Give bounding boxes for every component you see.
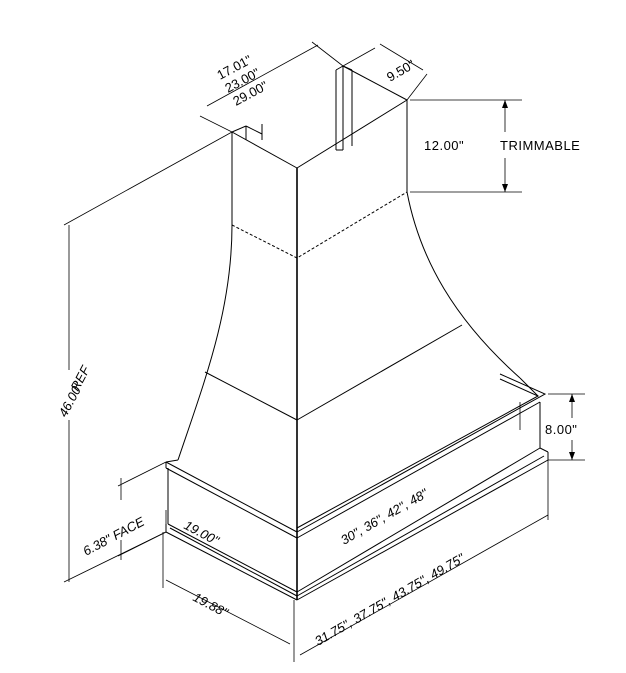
base-molding (165, 373, 549, 601)
dimension-lines (63, 41, 585, 662)
overall-height-ref: REF (67, 362, 93, 393)
base-depth-label: 19.00" (182, 517, 223, 548)
crown-height-label: 8.00" (545, 422, 577, 437)
chimney-depth-label: 9.50" (384, 56, 418, 84)
dimension-labels: 17.01" 23.00" 29.00" 9.50" 12.00" TRIMMA… (55, 52, 580, 649)
hood-body (177, 191, 521, 532)
face-height-label: 6.38" FACE (80, 514, 147, 559)
outer-depth-label: 19.88" (191, 589, 232, 620)
base-widths-label: 30", 36", 42", 48" (338, 485, 432, 548)
trimmable-height-label: 12.00" (424, 138, 464, 153)
trimmable-text: TRIMMABLE (500, 138, 580, 153)
outer-widths-label: 31.75", 37.75", 43.75", 49.75" (312, 550, 468, 649)
